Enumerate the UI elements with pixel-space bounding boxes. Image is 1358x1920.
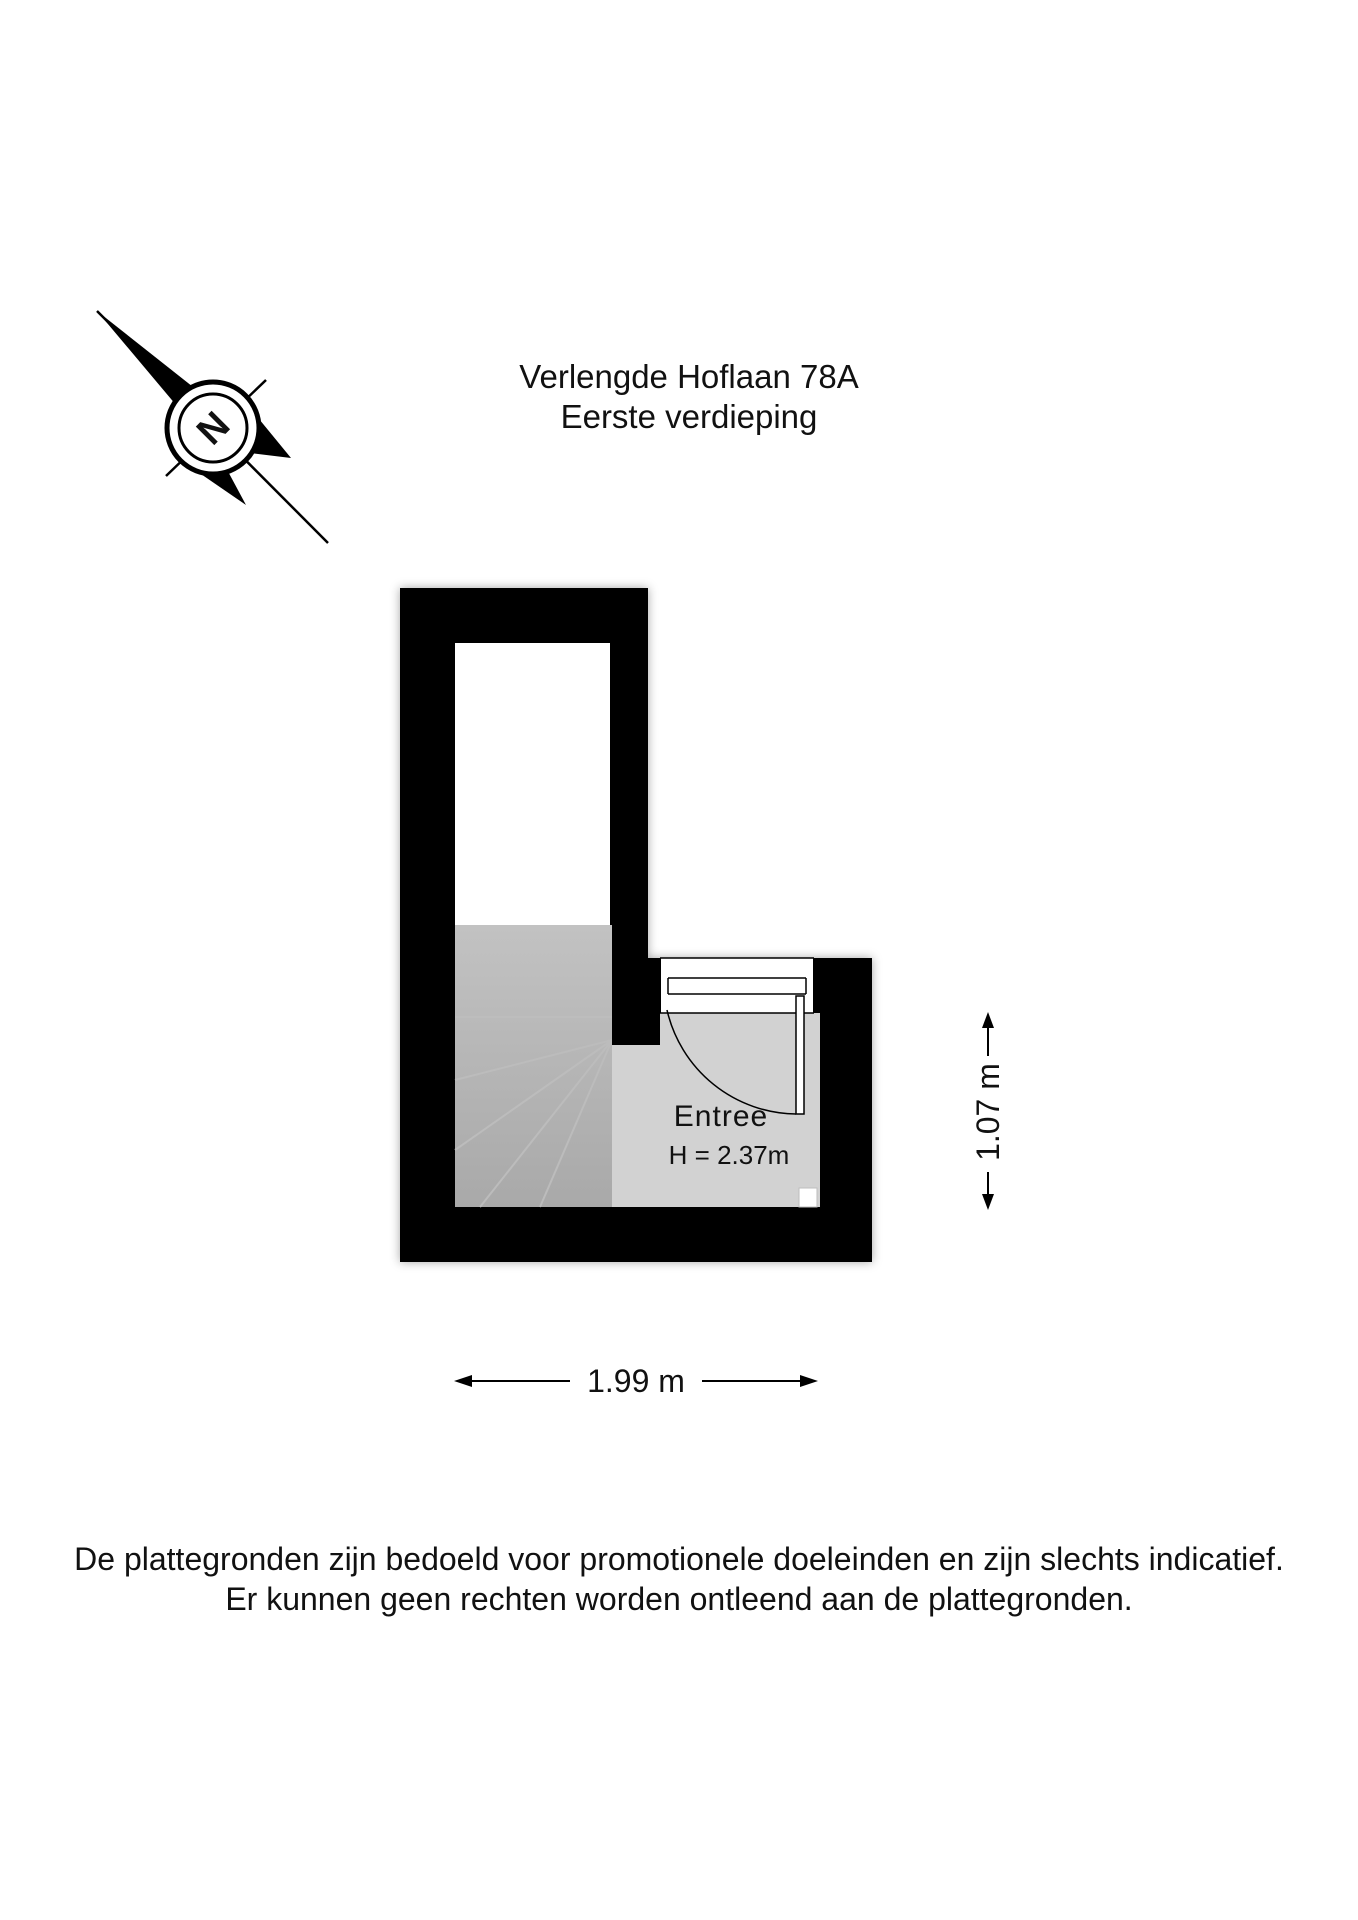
staircase: [454, 925, 613, 1208]
depth-dimension: 1.07 m: [970, 1012, 1006, 1210]
floor-plan: Entree H = 2.37m: [400, 588, 872, 1262]
disclaimer-line-2: Er kunnen geen rechten worden ontleend a…: [225, 1581, 1132, 1617]
door-opening: [660, 958, 814, 1013]
room-name: Entree: [674, 1100, 768, 1133]
width-label: 1.99 m: [587, 1363, 685, 1399]
address-title: Verlengde Hoflaan 78A: [519, 358, 858, 395]
room-height: H = 2.37m: [669, 1140, 790, 1170]
door-swing: [666, 995, 805, 1115]
disclaimer-line-1: De plattegronden zijn bedoeld voor promo…: [74, 1541, 1284, 1577]
interior-wall-stub: [612, 925, 648, 1045]
corner-marker: [798, 1187, 818, 1208]
door-frame: [659, 957, 815, 1014]
compass-north-icon: N: [96, 310, 329, 544]
width-dimension: 1.99 m: [454, 1363, 818, 1399]
stairwell-void: [455, 643, 610, 925]
depth-label: 1.07 m: [970, 1063, 1006, 1161]
entree-room-floor: [612, 1012, 820, 1207]
floor-title: Eerste verdieping: [561, 398, 818, 435]
